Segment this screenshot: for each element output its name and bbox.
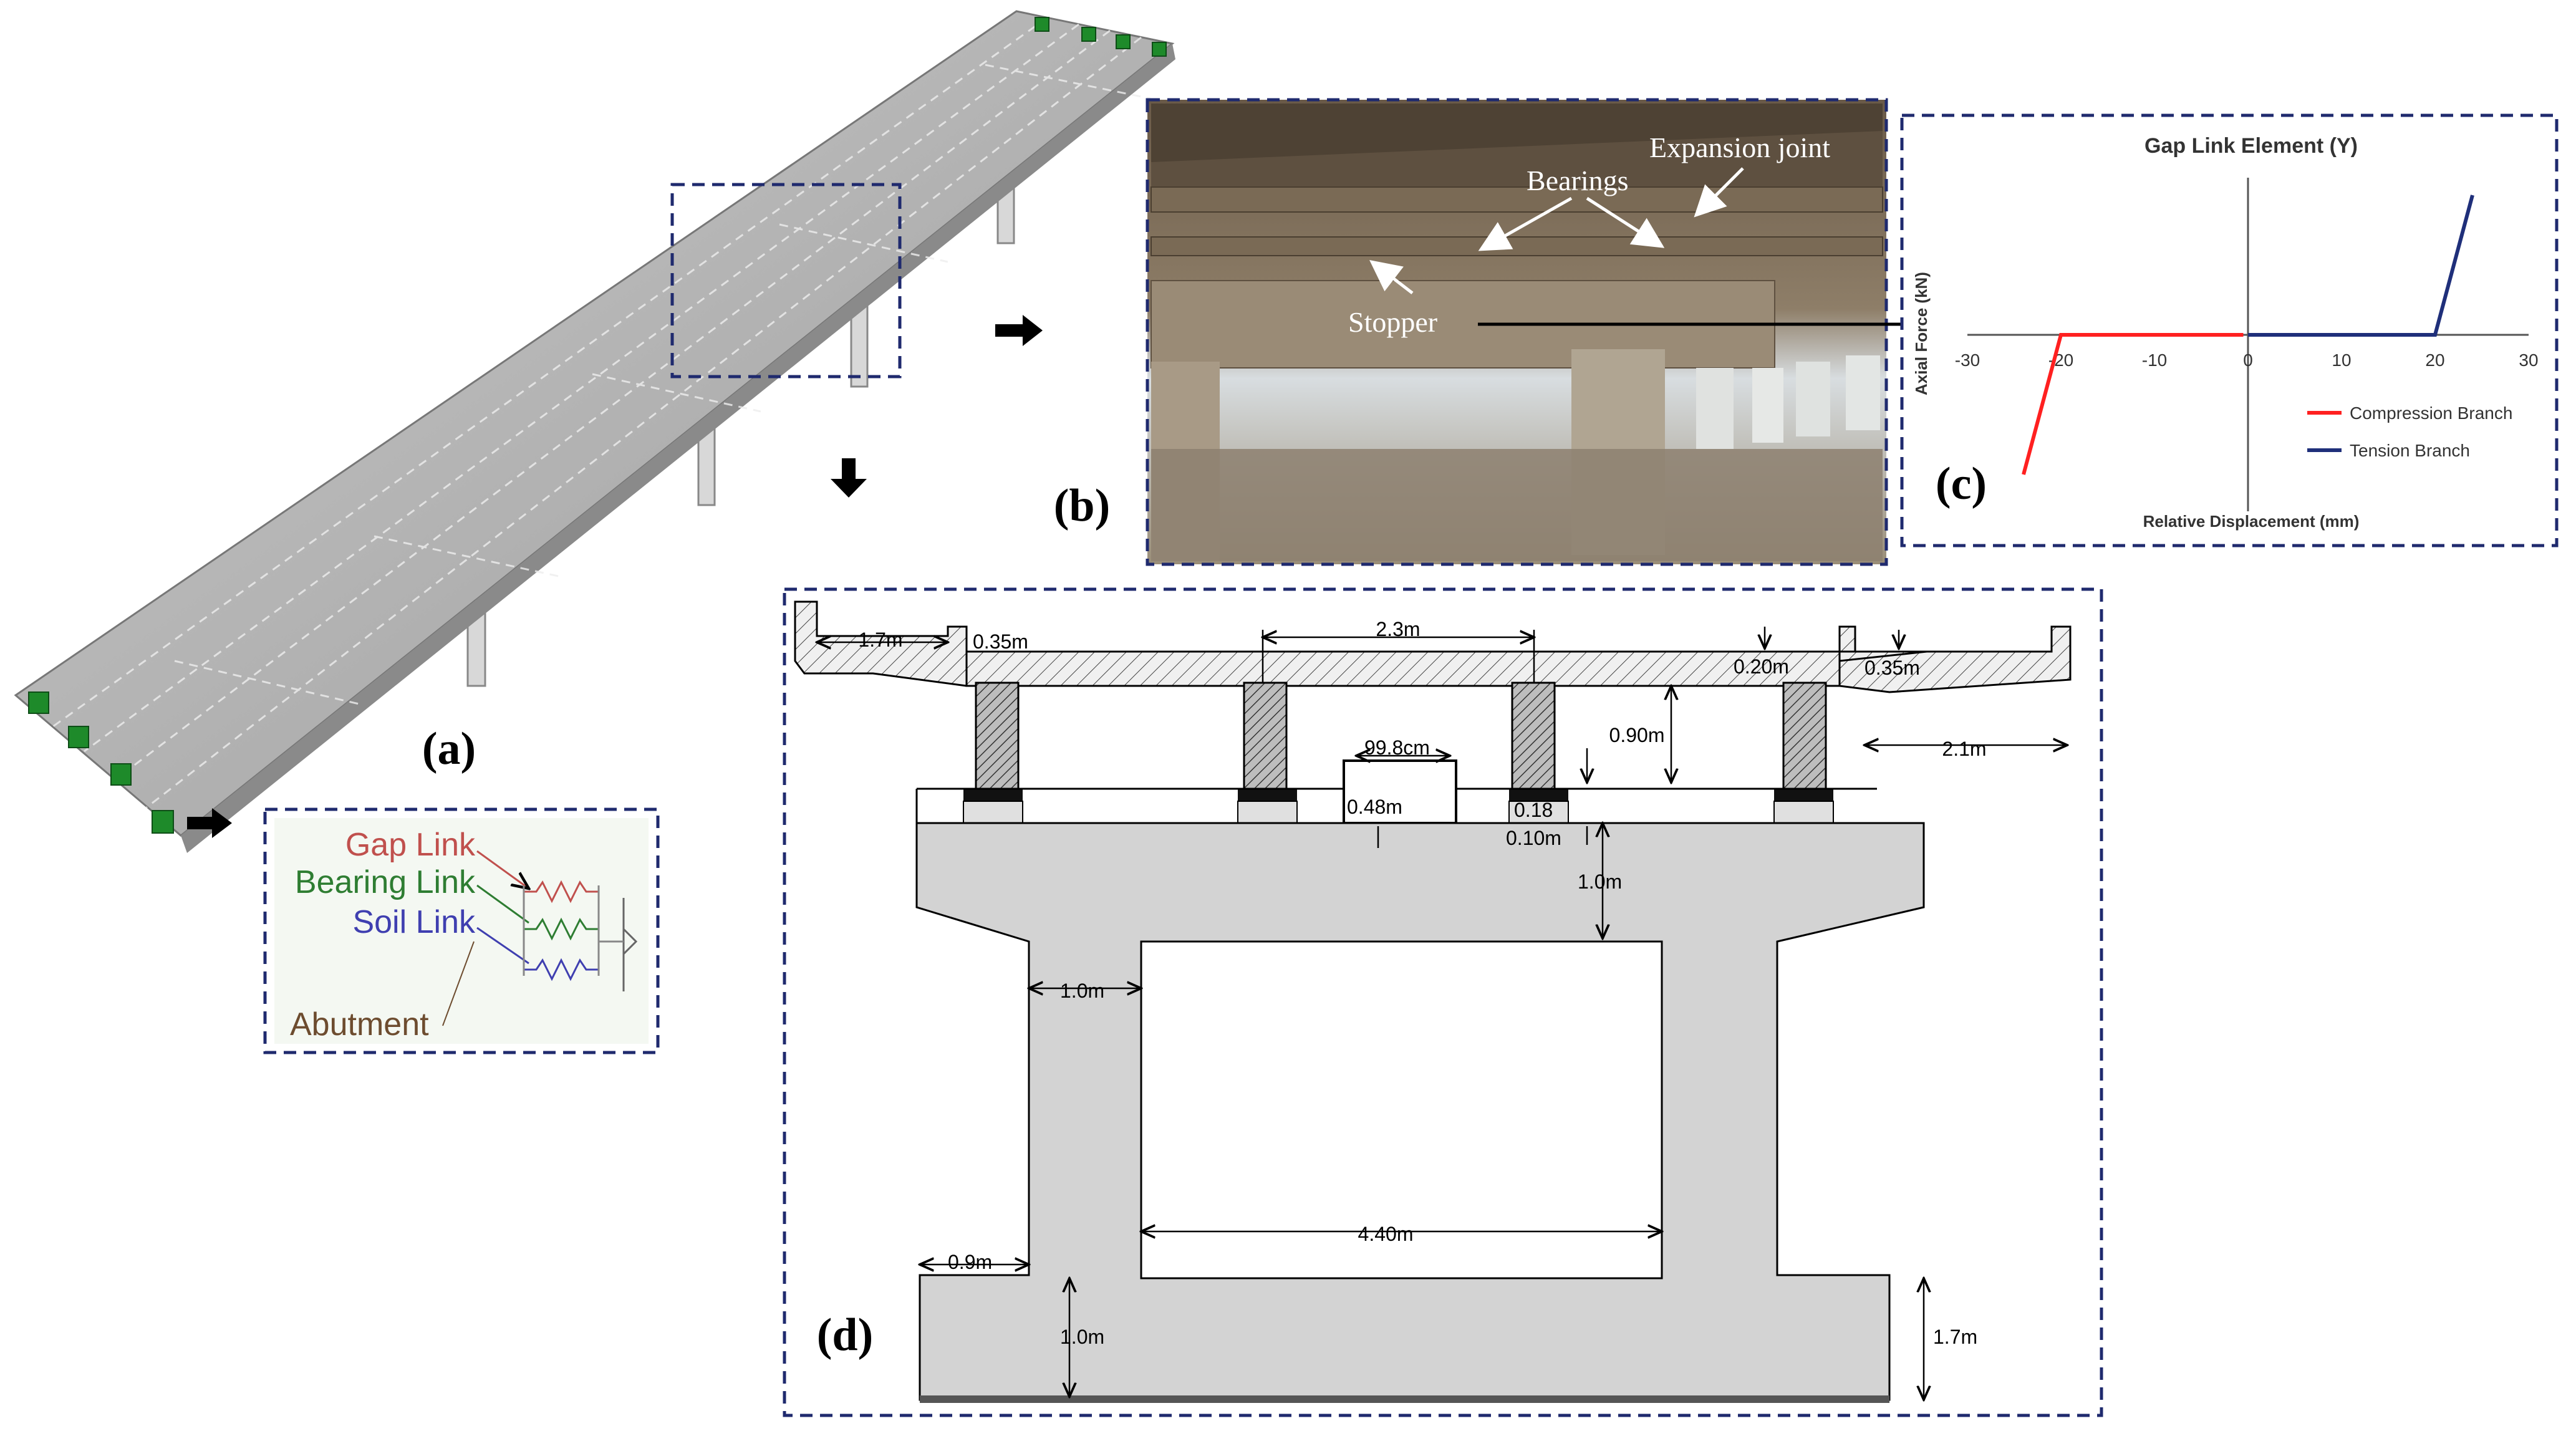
deck-gridlines xyxy=(52,16,1151,809)
soil-link-label: Soil Link xyxy=(352,904,476,940)
stopper-label: Stopper xyxy=(1348,306,1437,338)
expansion-joint-label: Expansion joint xyxy=(1649,132,1830,163)
x-tick-label: -30 xyxy=(1955,350,1980,370)
dim-stopper-width: 99.8cm xyxy=(1364,736,1430,759)
dim-footing-ext: 0.9m xyxy=(948,1251,992,1273)
cross-section-drawing: 1.7m 0.35m 2.3m 0.20m 0.35m 0.90m 2.1m 9… xyxy=(783,587,2103,1417)
bearings xyxy=(963,789,1834,824)
dim-base-height: 1.0m xyxy=(1060,1326,1104,1348)
bridge-deck-side xyxy=(181,44,1175,853)
arrow-to-section-icon xyxy=(831,458,867,498)
x-tick-label: 30 xyxy=(2519,350,2538,370)
dim-base-total: 1.7m xyxy=(1933,1326,1977,1348)
bearings-label: Bearings xyxy=(1527,165,1629,196)
dim-bearing-height: 0.18 xyxy=(1514,799,1553,821)
dim-cap-depth: 1.0m xyxy=(1578,870,1622,893)
bent-opening xyxy=(1140,940,1663,1279)
dim-girder-height: 0.90m xyxy=(1609,724,1665,746)
dim-cantilever: 1.7m xyxy=(858,629,902,651)
chart-ylabel: Axial Force (kN) xyxy=(1912,272,1931,395)
chart-legend: Compression Branch Tension Branch xyxy=(2307,403,2512,460)
dim-slab-thickness: 0.20m xyxy=(1734,655,1789,678)
x-tick-label: 20 xyxy=(2425,350,2444,370)
spring-symbols-icon xyxy=(523,880,638,991)
x-tick-label: 0 xyxy=(2243,350,2253,370)
x-tick-label: -10 xyxy=(2142,350,2167,370)
compression-branch-line xyxy=(2022,333,2244,475)
abutment-supports xyxy=(28,17,1167,834)
bearing-link-label: Bearing Link xyxy=(295,864,476,900)
x-tick-label: 10 xyxy=(2332,350,2351,370)
stopper-block xyxy=(1343,759,1457,824)
chart-series xyxy=(2022,195,2474,475)
girders xyxy=(975,682,1827,790)
dim-edge-thickness: 0.35m xyxy=(973,630,1028,653)
dim-column-width: 1.0m xyxy=(1060,980,1104,1002)
link-legend-inset: Gap Link Bearing Link Soil Link Abutment xyxy=(263,807,660,1054)
panel-c-label: (c) xyxy=(1936,458,1987,509)
panel-a-label: (a) xyxy=(422,723,476,774)
dim-pedestal-height: 0.10m xyxy=(1506,827,1561,849)
legend-compression: Compression Branch xyxy=(2350,403,2512,423)
chart-title: Gap Link Element (Y) xyxy=(2144,134,2358,158)
dim-overhang: 2.1m xyxy=(1942,738,1986,760)
panel-b-label: (b) xyxy=(1054,480,1110,531)
dim-opening-width: 4.40m xyxy=(1358,1223,1414,1245)
gap-link-label: Gap Link xyxy=(345,827,476,863)
chart-xlabel: Relative Displacement (mm) xyxy=(2143,512,2360,531)
dim-edge-thickness-right: 0.35m xyxy=(1864,657,1920,679)
arrow-to-links-icon xyxy=(187,808,232,838)
panel-d-label: (d) xyxy=(817,1309,873,1361)
detail-highlight-box xyxy=(670,183,902,378)
arrow-to-photo-icon xyxy=(995,315,1043,346)
bearing-photo: Expansion joint Bearings Stopper xyxy=(1146,98,1942,566)
bridge-model xyxy=(14,10,1175,853)
abutment-label: Abutment xyxy=(290,1006,429,1043)
tension-branch-line xyxy=(2248,195,2474,337)
legend-tension: Tension Branch xyxy=(2350,441,2470,460)
dim-stopper-height: 0.48m xyxy=(1347,796,1402,818)
dim-spacing: 2.3m xyxy=(1376,618,1420,640)
gap-link-chart: Gap Link Element (Y) Axial Force (kN) Re… xyxy=(1900,113,2559,547)
